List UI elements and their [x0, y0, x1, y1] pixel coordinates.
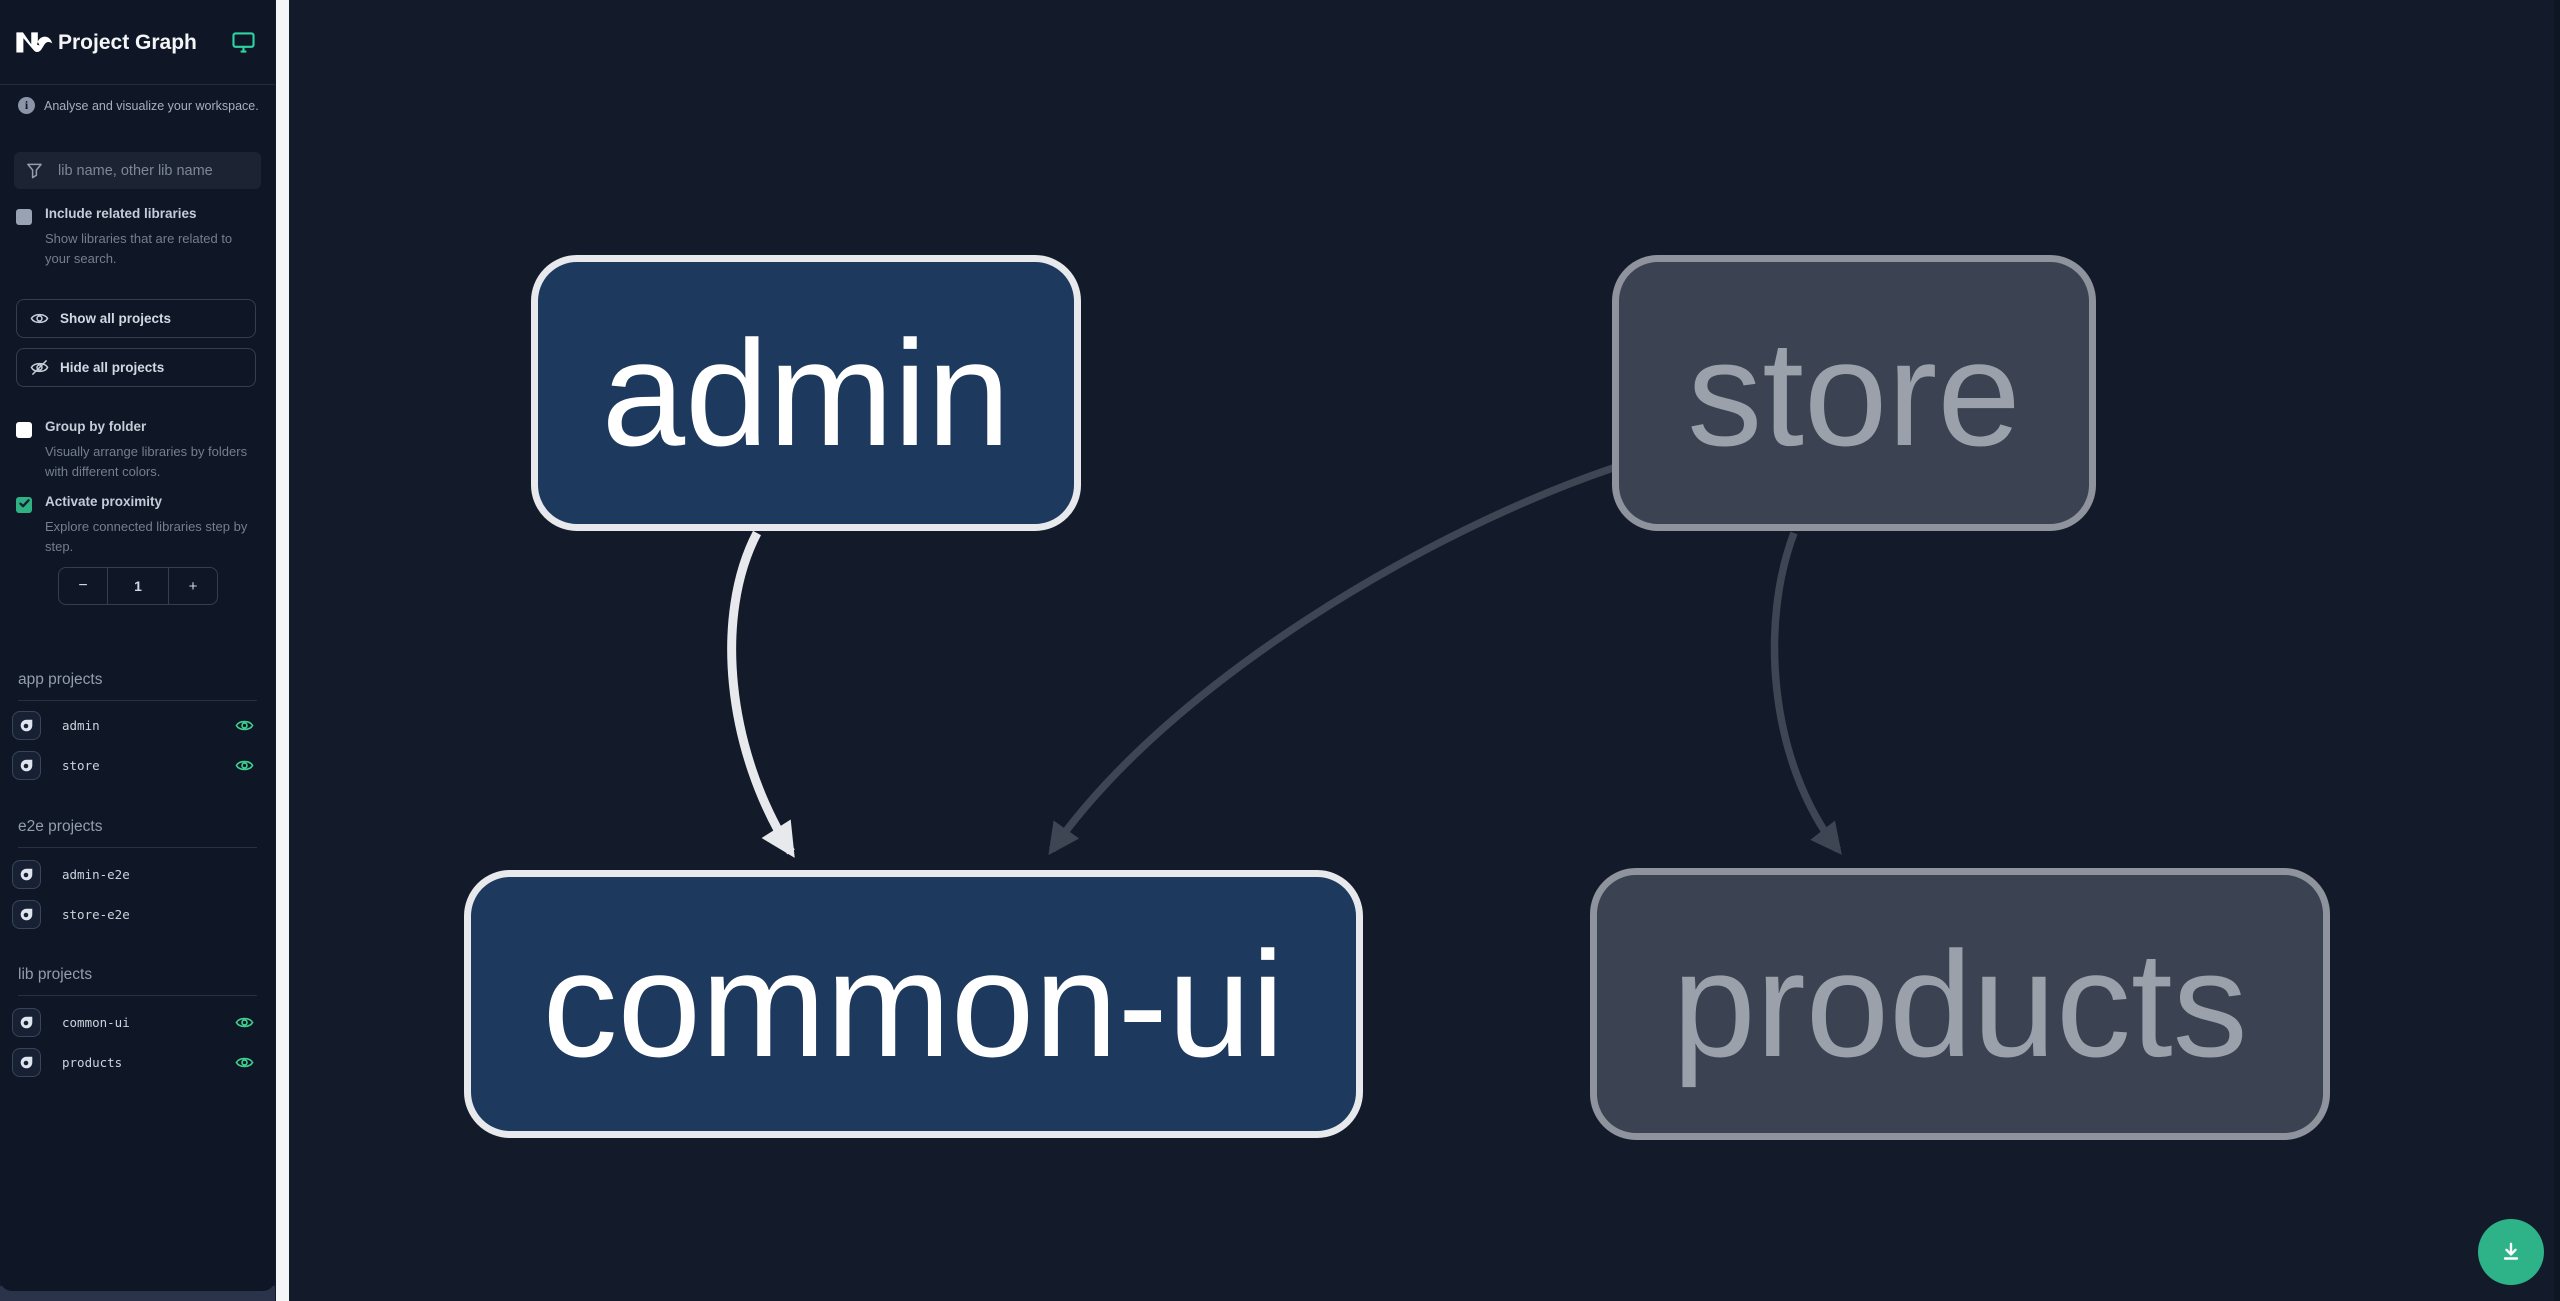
tagline-text: Analyse and visualize your workspace.	[44, 98, 259, 113]
group-by-folder-checkbox[interactable]	[16, 422, 32, 438]
proximity-stepper: − 1 +	[58, 567, 218, 605]
project-glyph-icon	[20, 908, 33, 921]
section-title-lib-projects: lib projects	[18, 966, 93, 983]
project-focus-button[interactable]	[12, 1008, 41, 1037]
edge-store-to-products[interactable]	[1770, 531, 1842, 855]
sidebar-header: Project Graph	[0, 0, 275, 85]
section-divider	[18, 700, 257, 701]
project-name[interactable]: store-e2e	[62, 907, 130, 922]
check-icon	[18, 499, 30, 508]
project-row-store-e2e: store-e2e	[0, 900, 275, 930]
project-focus-button[interactable]	[12, 711, 41, 740]
eye-off-icon	[30, 360, 49, 375]
section-title-app-projects: app projects	[18, 671, 103, 688]
project-row-store: store	[0, 751, 275, 781]
download-image-button[interactable]	[2478, 1219, 2544, 1285]
proximity-decrement-button[interactable]: −	[59, 568, 108, 604]
project-visible-eye-icon[interactable]	[235, 718, 254, 733]
sidebar: Project Graph i Analyse and visualize yo…	[0, 0, 275, 1291]
project-visible-eye-icon[interactable]	[235, 1055, 254, 1070]
project-name[interactable]: common-ui	[62, 1015, 130, 1030]
graph-node-admin[interactable]: admin	[531, 255, 1081, 531]
sidebar-vertical-scrollbar[interactable]	[276, 0, 289, 1301]
filter-input[interactable]	[14, 152, 261, 189]
project-name[interactable]: products	[62, 1055, 123, 1070]
show-all-projects-label: Show all projects	[60, 311, 172, 326]
activate-proximity-label: Activate proximity	[45, 494, 163, 509]
tagline-row: i Analyse and visualize your workspace.	[18, 97, 259, 114]
hide-all-projects-label: Hide all projects	[60, 360, 165, 375]
project-row-common-ui: common-ui	[0, 1008, 275, 1038]
app-title: Project Graph	[58, 31, 197, 54]
group-by-folder-description: Visually arrange libraries by folders wi…	[45, 444, 248, 479]
graph-node-common-ui[interactable]: common-ui	[464, 870, 1363, 1138]
edge-store-to-common-ui[interactable]	[1048, 464, 1615, 856]
monitor-icon[interactable]	[232, 32, 255, 53]
activate-proximity-checkbox[interactable]	[16, 497, 32, 513]
include-related-label: Include related libraries	[45, 206, 197, 221]
section-divider	[18, 847, 257, 848]
project-name[interactable]: store	[62, 758, 100, 773]
project-visible-eye-icon[interactable]	[235, 1015, 254, 1030]
filter-box	[14, 152, 261, 189]
eye-icon	[30, 313, 49, 324]
nx-logo	[16, 32, 53, 53]
section-divider	[18, 995, 257, 996]
project-glyph-icon	[20, 759, 33, 772]
project-row-admin: admin	[0, 711, 275, 741]
project-focus-button[interactable]	[12, 900, 41, 929]
project-row-products: products	[0, 1048, 275, 1078]
hide-all-projects-button[interactable]: Hide all projects	[16, 348, 256, 387]
project-glyph-icon	[20, 1016, 33, 1029]
proximity-increment-button[interactable]: +	[168, 568, 217, 604]
project-glyph-icon	[20, 868, 33, 881]
section-title-e2e-projects: e2e projects	[18, 818, 103, 835]
proximity-value: 1	[134, 578, 142, 594]
download-icon	[2503, 1242, 2519, 1260]
activate-proximity-description: Explore connected libraries step by step…	[45, 519, 248, 554]
project-glyph-icon	[20, 719, 33, 732]
project-focus-button[interactable]	[12, 860, 41, 889]
edge-admin-to-common-ui[interactable]	[727, 530, 795, 858]
project-focus-button[interactable]	[12, 751, 41, 780]
project-glyph-icon	[20, 1056, 33, 1069]
graph-node-store[interactable]: store	[1612, 255, 2096, 531]
project-name[interactable]: admin-e2e	[62, 867, 130, 882]
window-scrollbar-track[interactable]	[2554, 0, 2560, 1301]
info-icon: i	[18, 97, 35, 114]
project-focus-button[interactable]	[12, 1048, 41, 1077]
group-by-folder-label: Group by folder	[45, 419, 147, 434]
project-name[interactable]: admin	[62, 718, 100, 733]
project-visible-eye-icon[interactable]	[235, 758, 254, 773]
project-row-admin-e2e: admin-e2e	[0, 860, 275, 890]
include-related-checkbox[interactable]	[16, 209, 32, 225]
graph-node-products[interactable]: products	[1590, 868, 2330, 1140]
include-related-description: Show libraries that are related to your …	[45, 231, 233, 266]
show-all-projects-button[interactable]: Show all projects	[16, 299, 256, 338]
